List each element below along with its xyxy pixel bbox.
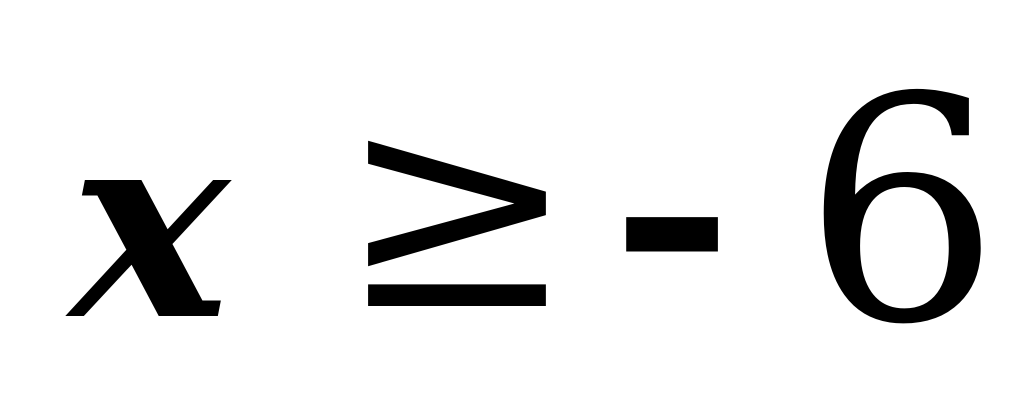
minus-sign: - [610, 61, 735, 366]
variable-x: x [70, 70, 230, 378]
number-six: 6 [803, 32, 1001, 393]
greater-than-or-equal-symbol: ≥ [338, 42, 576, 373]
